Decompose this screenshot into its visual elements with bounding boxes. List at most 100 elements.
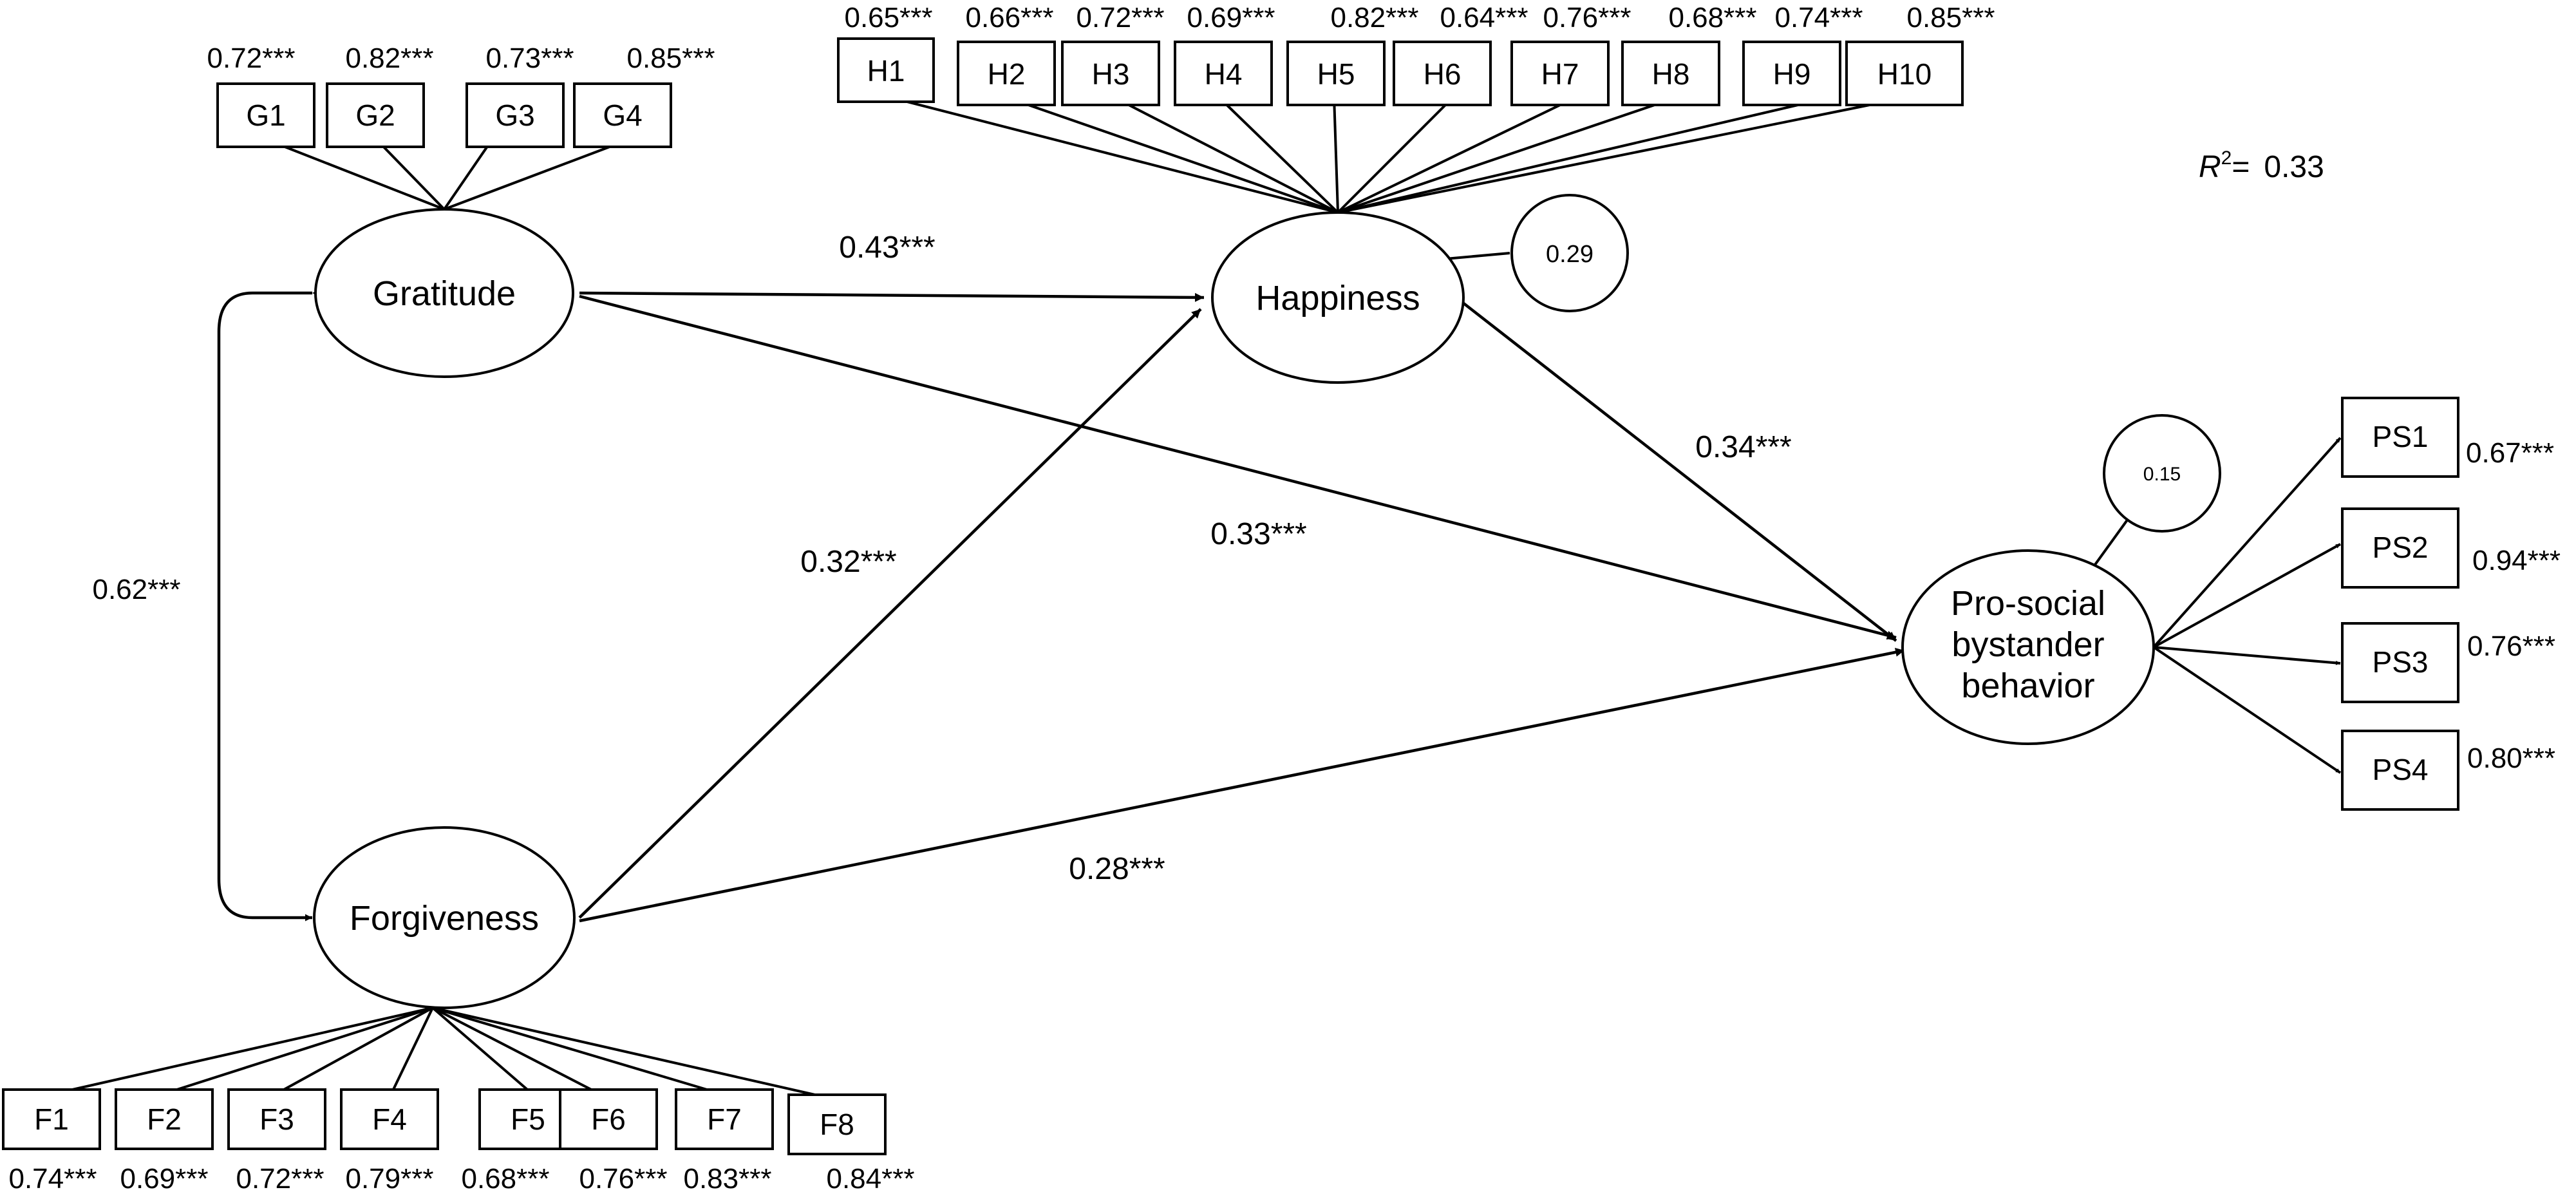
path-coefficient: 0.28*** (1069, 852, 1165, 886)
indicator-label: H8 (1652, 57, 1690, 91)
loading-arrow-f1 (55, 1007, 433, 1095)
loading-arrow-ps4 (2152, 646, 2342, 774)
loading-arrow-f7 (432, 1007, 720, 1095)
indicator-label: G4 (603, 99, 642, 132)
residual-circle-happiness (1510, 194, 1629, 312)
indicator-box-ps3 (2341, 622, 2459, 703)
indicator-label: G2 (355, 99, 395, 132)
indicator-box-h9 (1742, 41, 1841, 106)
residuals: 0.29 0.15 (1445, 194, 2221, 576)
indicator-box-g1 (216, 82, 315, 148)
indicator-box-g3 (465, 82, 565, 148)
indicator-label: H3 (1092, 57, 1130, 91)
loading-value: 0.72*** (207, 43, 295, 74)
loading-value: 0.85*** (1906, 2, 1995, 33)
path-arrow-gratitude-happiness (579, 291, 1205, 302)
indicator-box-f2 (115, 1088, 214, 1150)
prosocial-indicators: PS1 PS2 PS3 PS4 0.67*** 0.94*** 0.76*** … (2152, 397, 2561, 811)
r-squared-equals: = (2232, 150, 2250, 184)
latent-prosocial (1901, 549, 2155, 745)
indicator-box-f8 (787, 1093, 887, 1155)
indicator-label: PS3 (2373, 645, 2429, 679)
covariance-coefficient: 0.62*** (92, 574, 180, 605)
indicator-box-g2 (326, 82, 425, 148)
r-squared-superscript: 2 (2221, 147, 2232, 169)
r-squared-value: 0.33 (2264, 150, 2324, 184)
indicator-label: PS1 (2373, 420, 2429, 453)
loading-arrow-f5 (431, 1007, 533, 1095)
indicator-box-ps2 (2341, 507, 2459, 589)
path-coefficient: 0.32*** (800, 545, 896, 579)
loading-value: 0.82*** (345, 43, 433, 74)
indicator-box-h5 (1286, 41, 1386, 106)
indicator-label: G1 (246, 99, 285, 132)
indicator-label: F4 (372, 1102, 407, 1136)
path-arrow-forgiveness-prosocial (579, 647, 1905, 923)
loading-arrow-h6 (1337, 95, 1455, 214)
indicator-box-ps1 (2341, 397, 2459, 478)
loading-arrow-f8 (432, 1007, 832, 1100)
loading-arrow-g4 (444, 140, 624, 211)
path-arrow-gratitude-prosocial (579, 294, 1897, 640)
indicator-box-h1 (837, 37, 935, 103)
loading-value: 0.76*** (1543, 2, 1631, 33)
indicator-box-h10 (1845, 41, 1964, 106)
loading-value: 0.76*** (579, 1163, 667, 1195)
loading-value: 0.68*** (1668, 2, 1756, 33)
indicator-label: PS2 (2373, 531, 2429, 564)
latent-label: Happiness (1255, 279, 1420, 317)
latent-variables: Gratitude Happiness Forgiveness Pro-soci… (313, 208, 2155, 1009)
indicator-label: F1 (34, 1102, 69, 1136)
latent-label: Forgiveness (350, 899, 539, 938)
indicator-label: F5 (511, 1102, 545, 1136)
loading-arrow-g3 (443, 140, 492, 211)
loading-value: 0.84*** (826, 1163, 914, 1195)
loading-arrow-f2 (164, 1007, 433, 1095)
loading-value: 0.74*** (8, 1163, 97, 1195)
loading-value: 0.69*** (1187, 2, 1275, 33)
indicator-label: H6 (1424, 57, 1462, 91)
residual-arrow-happiness (1445, 252, 1510, 261)
loading-arrow-h10 (1337, 95, 1912, 214)
residual-circle-prosocial (2103, 414, 2221, 533)
loading-value: 0.85*** (626, 43, 715, 74)
indicator-box-h2 (957, 41, 1056, 106)
indicator-label: G3 (495, 99, 534, 132)
loading-value: 0.82*** (1330, 2, 1418, 33)
r-squared: R2=0.33 (2199, 147, 2324, 184)
covariance-arrow-gratitude-forgiveness (217, 289, 319, 922)
loading-value: 0.80*** (2467, 742, 2555, 774)
indicator-label: H1 (867, 54, 905, 88)
loading-value: 0.72*** (1076, 2, 1164, 33)
structural-paths: 0.43*** 0.33*** 0.32*** 0.28*** 0.34*** … (92, 231, 1905, 923)
path-coefficient: 0.34*** (1695, 430, 1791, 464)
loading-arrow-ps2 (2153, 543, 2341, 648)
loading-value: 0.69*** (120, 1163, 208, 1195)
latent-happiness (1211, 211, 1465, 384)
loading-arrow-h7 (1337, 95, 1578, 214)
indicator-label: H2 (988, 57, 1026, 91)
latent-forgiveness (313, 826, 576, 1009)
loading-value: 0.79*** (345, 1163, 433, 1195)
gratitude-indicators: G1 G2 G3 G4 0.72*** 0.82*** 0.73*** 0.85… (207, 43, 715, 211)
loading-arrow-ps3 (2153, 646, 2341, 665)
indicator-label: H9 (1773, 57, 1811, 91)
indicator-label: H5 (1317, 57, 1355, 91)
loading-arrow-h1 (887, 95, 1339, 214)
loading-arrow-h2 (1004, 95, 1339, 214)
loading-value: 0.66*** (965, 2, 1053, 33)
latent-label: bystander (1951, 625, 2104, 664)
path-arrow-happiness-prosocial (1462, 301, 1897, 642)
latent-label: Pro-social (1951, 584, 2105, 623)
loading-value: 0.94*** (2472, 545, 2561, 576)
loading-arrow-f6 (432, 1007, 599, 1095)
indicator-box-h6 (1393, 41, 1492, 106)
latent-label: Gratitude (373, 274, 516, 313)
indicator-box-f7 (675, 1088, 774, 1150)
loading-arrow-f4 (390, 1007, 434, 1094)
indicator-box-h7 (1510, 41, 1610, 106)
indicator-box-ps4 (2341, 730, 2459, 811)
happiness-indicators: H1 H2 H3 H4 H5 H6 H7 H8 H9 H10 0.65*** 0… (837, 2, 1995, 214)
loading-arrow-h4 (1217, 95, 1339, 214)
